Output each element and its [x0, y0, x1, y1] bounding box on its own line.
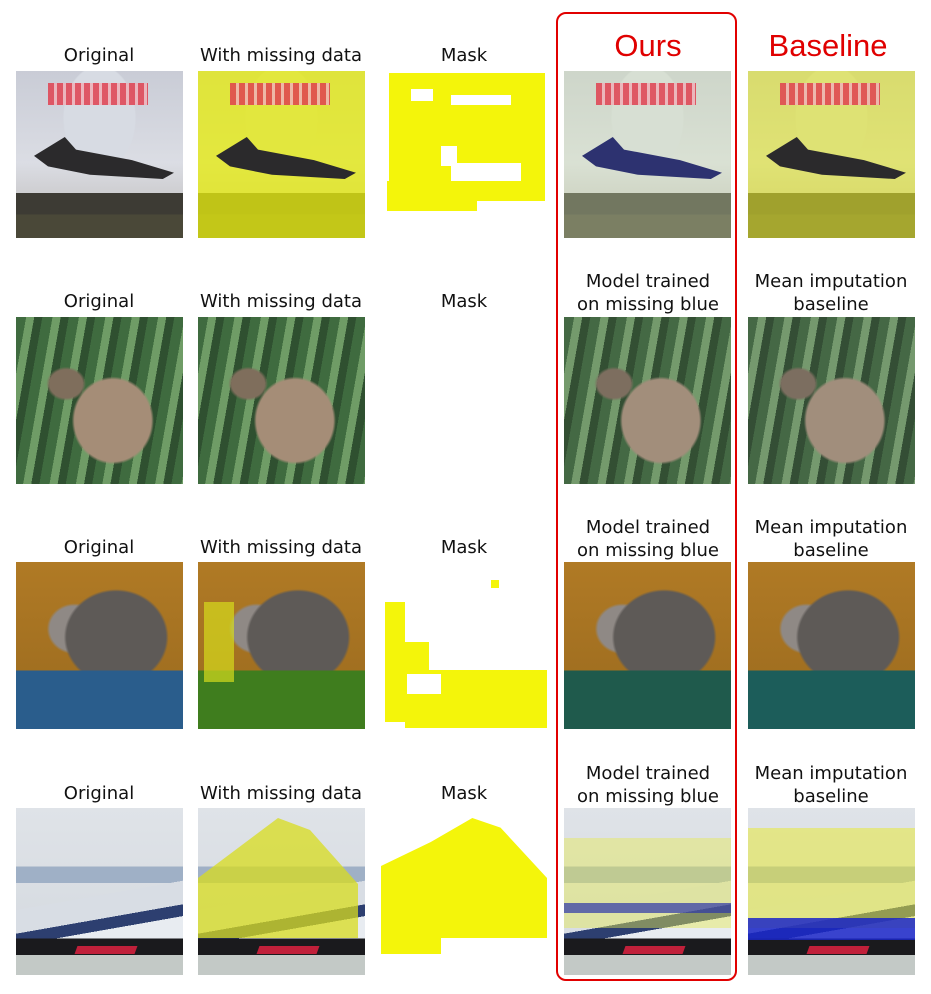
row2-missing-label: With missing data [200, 291, 362, 312]
row3-baseline-image [748, 562, 915, 729]
row4-missing-image [198, 808, 365, 975]
row1-missing-label: With missing data [200, 45, 362, 66]
row3-missing-image [198, 562, 365, 729]
row3-mask-label: Mask [440, 537, 488, 558]
ours-header: Ours [614, 28, 682, 63]
row4-mask-label: Mask [440, 783, 488, 804]
row4-baseline-label: Mean imputation baseline [754, 763, 908, 807]
row4-baseline-image [748, 808, 915, 975]
row4-missing-label: With missing data [200, 783, 362, 804]
row2-ours-label: Model trained on missing blue [577, 271, 719, 315]
row1-mask-image [381, 71, 548, 238]
row2-baseline-image [748, 317, 915, 484]
row1-ours-image [564, 71, 731, 238]
row3-original-label: Original [63, 537, 135, 558]
row3-original-image [16, 562, 183, 729]
row2-mask-label: Mask [440, 291, 488, 312]
row2-baseline-label: Mean imputation baseline [754, 271, 908, 315]
row1-original-label: Original [63, 45, 135, 66]
row1-baseline-image [748, 71, 915, 238]
row4-ours-image [564, 808, 731, 975]
row1-mask-label: Mask [440, 45, 488, 66]
row4-original-label: Original [63, 783, 135, 804]
row2-original-label: Original [63, 291, 135, 312]
row3-mask-image [381, 562, 548, 729]
row2-ours-image [564, 317, 731, 484]
row3-ours-image [564, 562, 731, 729]
row2-missing-image [198, 317, 365, 484]
row4-mask-image [381, 808, 548, 975]
row4-original-image [16, 808, 183, 975]
row3-ours-label: Model trained on missing blue [577, 517, 719, 561]
row1-original-image [16, 71, 183, 238]
row1-missing-image [198, 71, 365, 238]
ours-highlight-box [556, 12, 737, 981]
row3-missing-label: With missing data [200, 537, 362, 558]
baseline-header: Baseline [768, 28, 888, 63]
row3-baseline-label: Mean imputation baseline [754, 517, 908, 561]
row4-ours-label: Model trained on missing blue [577, 763, 719, 807]
row2-original-image [16, 317, 183, 484]
row2-mask-image [381, 317, 548, 484]
